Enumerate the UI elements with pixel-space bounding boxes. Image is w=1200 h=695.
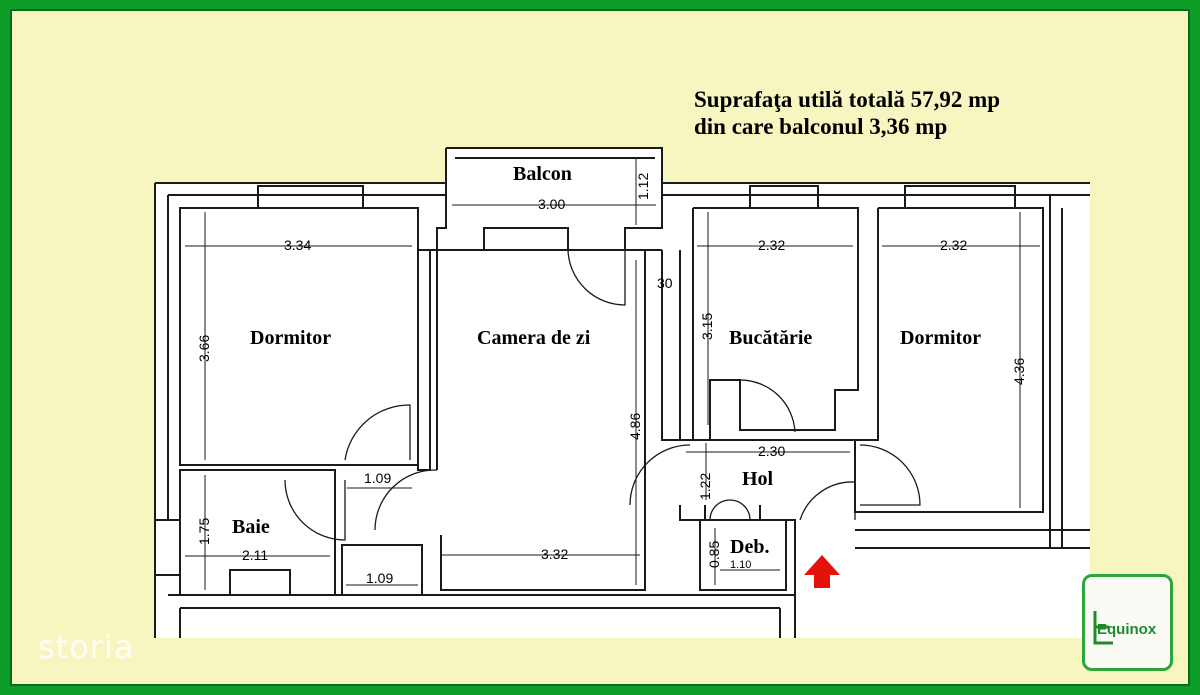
dim-dormitor-left-width: 3.34	[284, 237, 311, 253]
room-balcon: Balcon	[513, 163, 572, 185]
up-arrow-icon	[804, 555, 840, 588]
area-balcony-line: din care balconul 3,36 mp	[694, 114, 948, 139]
door-balcony	[567, 249, 626, 306]
door-bedroom-right	[859, 444, 921, 506]
area-total-line: Suprafaţa utilă totală 57,92 mp	[694, 87, 1001, 112]
dim-bucatarie-depth: 3.15	[699, 313, 715, 340]
dim-hol-width: 2.30	[758, 443, 785, 459]
room-hol: Hol	[742, 468, 774, 490]
dim-wall-30: 30	[657, 275, 673, 291]
area-summary: Suprafaţa utilă totală 57,92 mp din care…	[694, 86, 1000, 140]
walls	[154, 147, 1090, 638]
room-baie: Baie	[232, 516, 270, 538]
dim-corridor-109: 1.09	[364, 470, 391, 486]
door-bath	[284, 479, 346, 541]
dimension-lines	[185, 158, 1040, 590]
dim-camera-width: 3.32	[541, 546, 568, 562]
dim-closet-109: 1.09	[366, 570, 393, 586]
dim-deb-width: 1.10	[730, 559, 751, 571]
room-dormitor-left: Dormitor	[250, 327, 331, 349]
dim-balcon-depth: 1.12	[635, 173, 651, 200]
dim-balcon-width: 3.00	[538, 196, 565, 212]
dim-deb-depth: 0.85	[706, 541, 722, 568]
plan-fill	[155, 148, 1090, 638]
storia-watermark: storia	[38, 628, 135, 666]
dim-camera-depth: 4.86	[627, 413, 643, 440]
room-deb: Deb.	[730, 536, 769, 558]
equinox-logo: Equinox	[1082, 574, 1173, 671]
dim-dormitor-left-depth: 3.66	[196, 335, 212, 362]
dim-dormitor-right-depth: 4.36	[1011, 358, 1027, 385]
door-deb	[709, 499, 751, 521]
dim-dormitor-right-width: 2.32	[940, 237, 967, 253]
door-kitchen	[739, 379, 796, 433]
logo-arrow-icon	[1093, 611, 1113, 645]
dim-baie-width: 2.11	[242, 547, 268, 563]
door-bedroom-left	[344, 404, 411, 461]
room-camera-de-zi: Camera de zi	[477, 327, 591, 349]
door-living	[374, 469, 438, 531]
doors	[284, 249, 921, 541]
dim-hol-depth: 1.22	[697, 473, 713, 500]
logo-text: Equinox	[1097, 621, 1157, 638]
room-bucatarie: Bucătărie	[729, 327, 812, 349]
dim-bucatarie-width: 2.32	[758, 237, 785, 253]
dim-baie-depth: 1.75	[196, 518, 212, 545]
door-hall-left	[629, 444, 691, 506]
door-entrance	[799, 481, 856, 521]
room-dormitor-right: Dormitor	[900, 327, 981, 349]
